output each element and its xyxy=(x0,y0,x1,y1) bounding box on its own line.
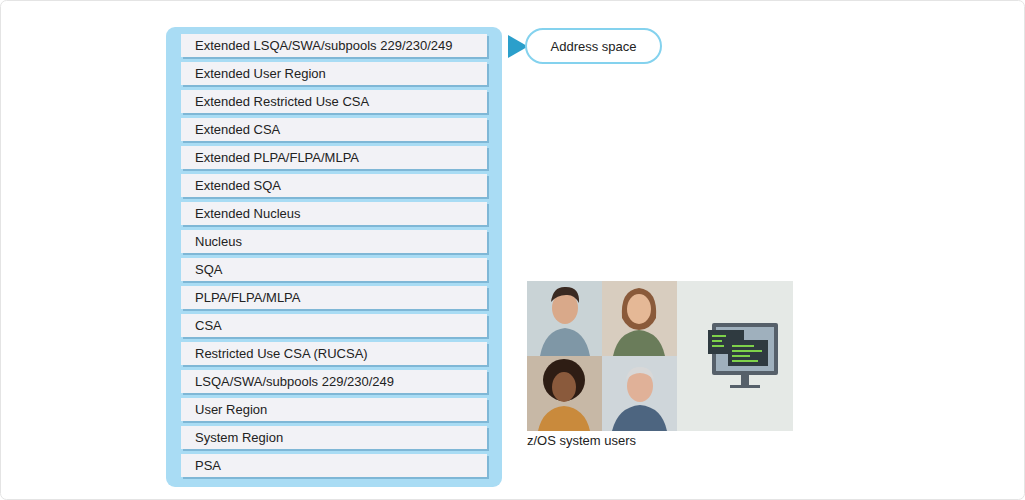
area-label: Extended LSQA/SWA/subpools 229/230/249 xyxy=(195,38,453,53)
memory-area-band: Extended Nucleus xyxy=(181,202,487,225)
area-label: Extended Nucleus xyxy=(195,206,301,221)
memory-area-band: CSA xyxy=(181,314,487,337)
memory-area-band: Nucleus xyxy=(181,230,487,253)
memory-area-band: Extended Restricted Use CSA xyxy=(181,90,487,113)
memory-area-band: System Region xyxy=(181,426,487,449)
area-label: Nucleus xyxy=(195,234,242,249)
users-photo xyxy=(527,281,793,431)
memory-area-band: Extended SQA xyxy=(181,174,487,197)
area-label: CSA xyxy=(195,318,222,333)
memory-area-band: Extended LSQA/SWA/subpools 229/230/249 xyxy=(181,34,487,57)
memory-area-band: LSQA/SWA/subpools 229/230/249 xyxy=(181,370,487,393)
area-label: LSQA/SWA/subpools 229/230/249 xyxy=(195,374,394,389)
area-label: PLPA/FLPA/MLPA xyxy=(195,290,301,305)
memory-area-band: Extended PLPA/FLPA/MLPA xyxy=(181,146,487,169)
area-label: Extended SQA xyxy=(195,178,281,193)
memory-area-band: Extended User Region xyxy=(181,62,487,85)
memory-area-band: PSA xyxy=(181,454,487,477)
area-label: Extended Restricted Use CSA xyxy=(195,94,369,109)
memory-area-band: PLPA/FLPA/MLPA xyxy=(181,286,487,309)
area-label: User Region xyxy=(195,402,267,417)
area-label: System Region xyxy=(195,430,283,445)
memory-area-band: User Region xyxy=(181,398,487,421)
memory-area-band: SQA xyxy=(181,258,487,281)
address-space-container xyxy=(166,27,502,487)
memory-area-band: Extended CSA xyxy=(181,118,487,141)
area-label: Extended CSA xyxy=(195,122,280,137)
address-space-callout: Address space xyxy=(525,28,662,64)
area-label: SQA xyxy=(195,262,222,277)
area-label: Extended PLPA/FLPA/MLPA xyxy=(195,150,359,165)
memory-area-band: Restricted Use CSA (RUCSA) xyxy=(181,342,487,365)
area-label: Extended User Region xyxy=(195,66,326,81)
area-label: PSA xyxy=(195,458,221,473)
photo-caption: z/OS system users xyxy=(527,433,636,448)
area-label: Address space xyxy=(551,39,637,54)
area-label: Restricted Use CSA (RUCSA) xyxy=(195,346,368,361)
